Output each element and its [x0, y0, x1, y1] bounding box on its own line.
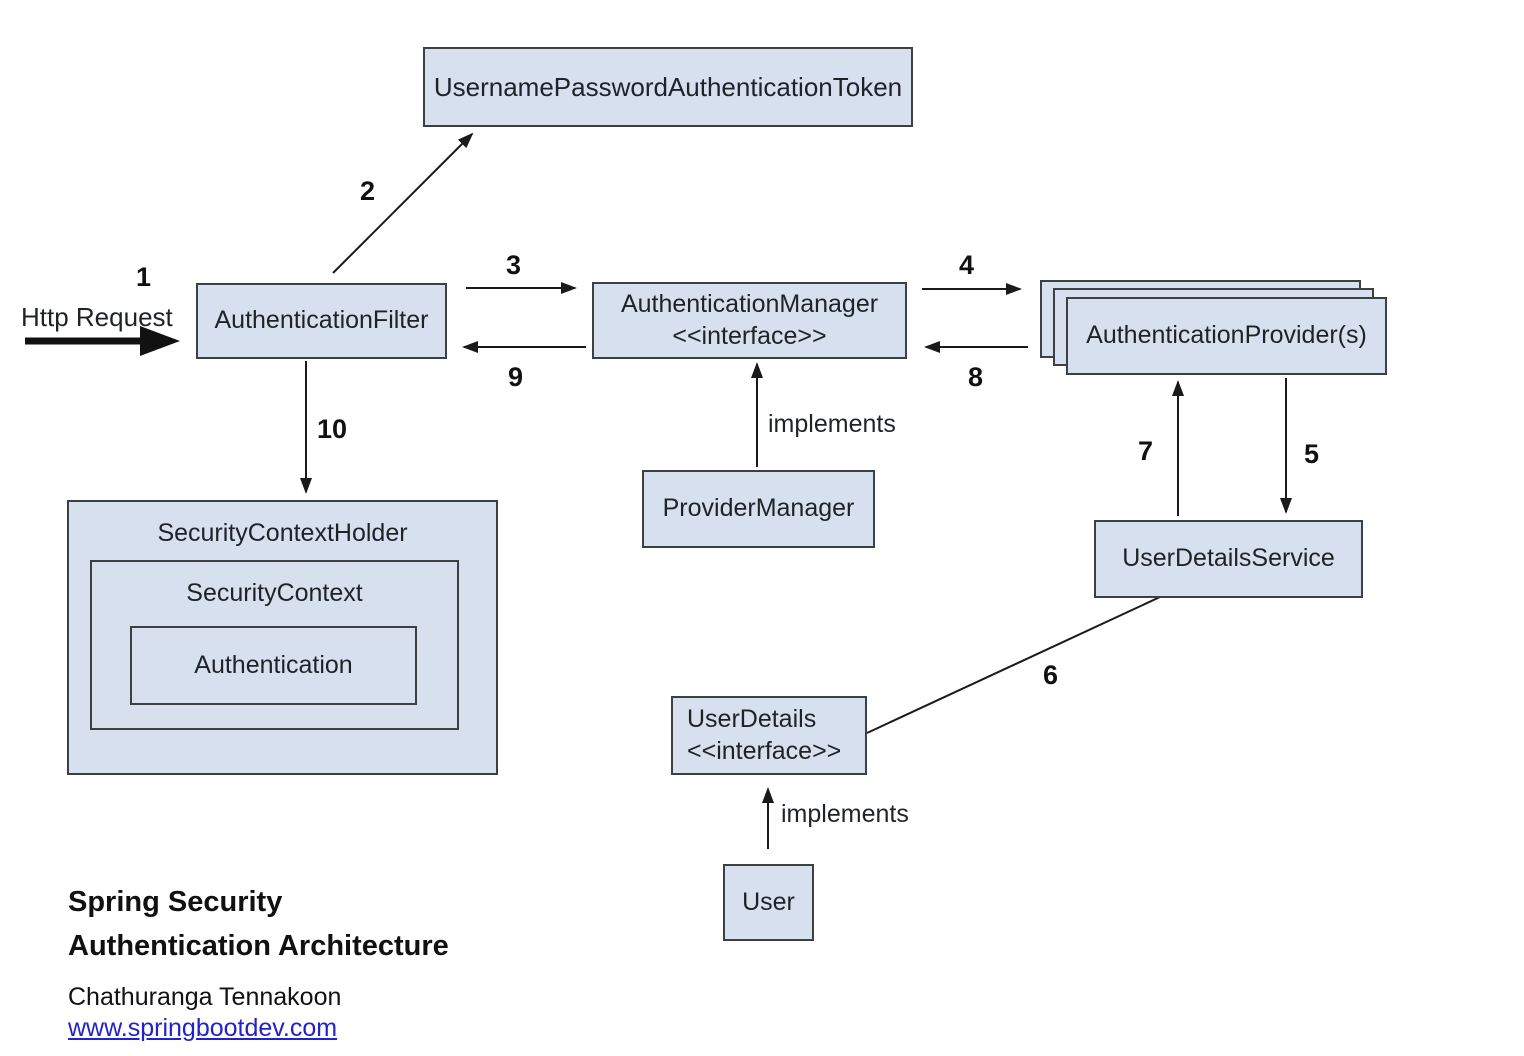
credits: Chathuranga Tennakoon www.springbootdev.… [68, 982, 341, 1044]
edge-label-4: 4 [959, 250, 975, 280]
edge-1-arrowhead [140, 326, 180, 356]
implements-label-bottom: implements [781, 800, 909, 828]
node-label: User [742, 887, 795, 916]
author-name: Chathuranga Tennakoon [68, 983, 342, 1011]
edge-label-5: 5 [1304, 439, 1320, 469]
edge-2-arrow [332, 132, 474, 274]
http-request-label: Http Request [21, 302, 173, 332]
website-link[interactable]: www.springbootdev.com [68, 1014, 338, 1042]
node-label: ProviderManager [662, 494, 855, 523]
node-label: Authentication [194, 650, 353, 679]
edge-label-9: 9 [508, 362, 524, 392]
node-authentication: Authentication [130, 626, 417, 705]
node-provider-manager: ProviderManager [642, 470, 875, 548]
node-label: UserDetails [687, 705, 817, 734]
diagram-title-line2: Authentication Architecture [68, 930, 449, 962]
edge-label-6: 6 [1043, 660, 1059, 690]
node-label: AuthenticationManager [620, 290, 879, 319]
edge-label-8: 8 [968, 362, 984, 392]
diagram-title: Spring Security Authentication Architect… [68, 880, 449, 968]
node-user: User [723, 864, 814, 941]
node-label: UsernamePasswordAuthenticationToken [433, 71, 903, 102]
node-username-password-authentication-token: UsernamePasswordAuthenticationToken [423, 47, 913, 127]
edge-label-3: 3 [506, 250, 522, 280]
node-label: UserDetailsService [1122, 544, 1335, 573]
node-authentication-providers: AuthenticationProvider(s) [1066, 297, 1387, 375]
node-user-details-service: UserDetailsService [1094, 520, 1363, 598]
edge-label-2: 2 [360, 176, 376, 206]
node-authentication-manager: AuthenticationManager <<interface>> [592, 282, 907, 359]
edge-6-line [866, 596, 1161, 734]
edge-label-1: 1 [136, 262, 152, 292]
node-stereotype: <<interface>> [672, 321, 827, 350]
node-user-details: UserDetails <<interface>> [671, 696, 867, 775]
node-label: SecurityContextHolder [157, 519, 408, 547]
implements-label-top: implements [768, 410, 896, 438]
node-label: SecurityContext [186, 579, 363, 607]
node-stereotype: <<interface>> [687, 736, 842, 765]
node-label: AuthenticationProvider(s) [1086, 321, 1367, 350]
node-label: AuthenticationFilter [214, 306, 429, 335]
node-authentication-filter: AuthenticationFilter [196, 283, 447, 359]
diagram-title-line1: Spring Security [68, 886, 283, 918]
edge-label-7: 7 [1138, 436, 1154, 466]
edge-label-10: 10 [317, 414, 348, 444]
